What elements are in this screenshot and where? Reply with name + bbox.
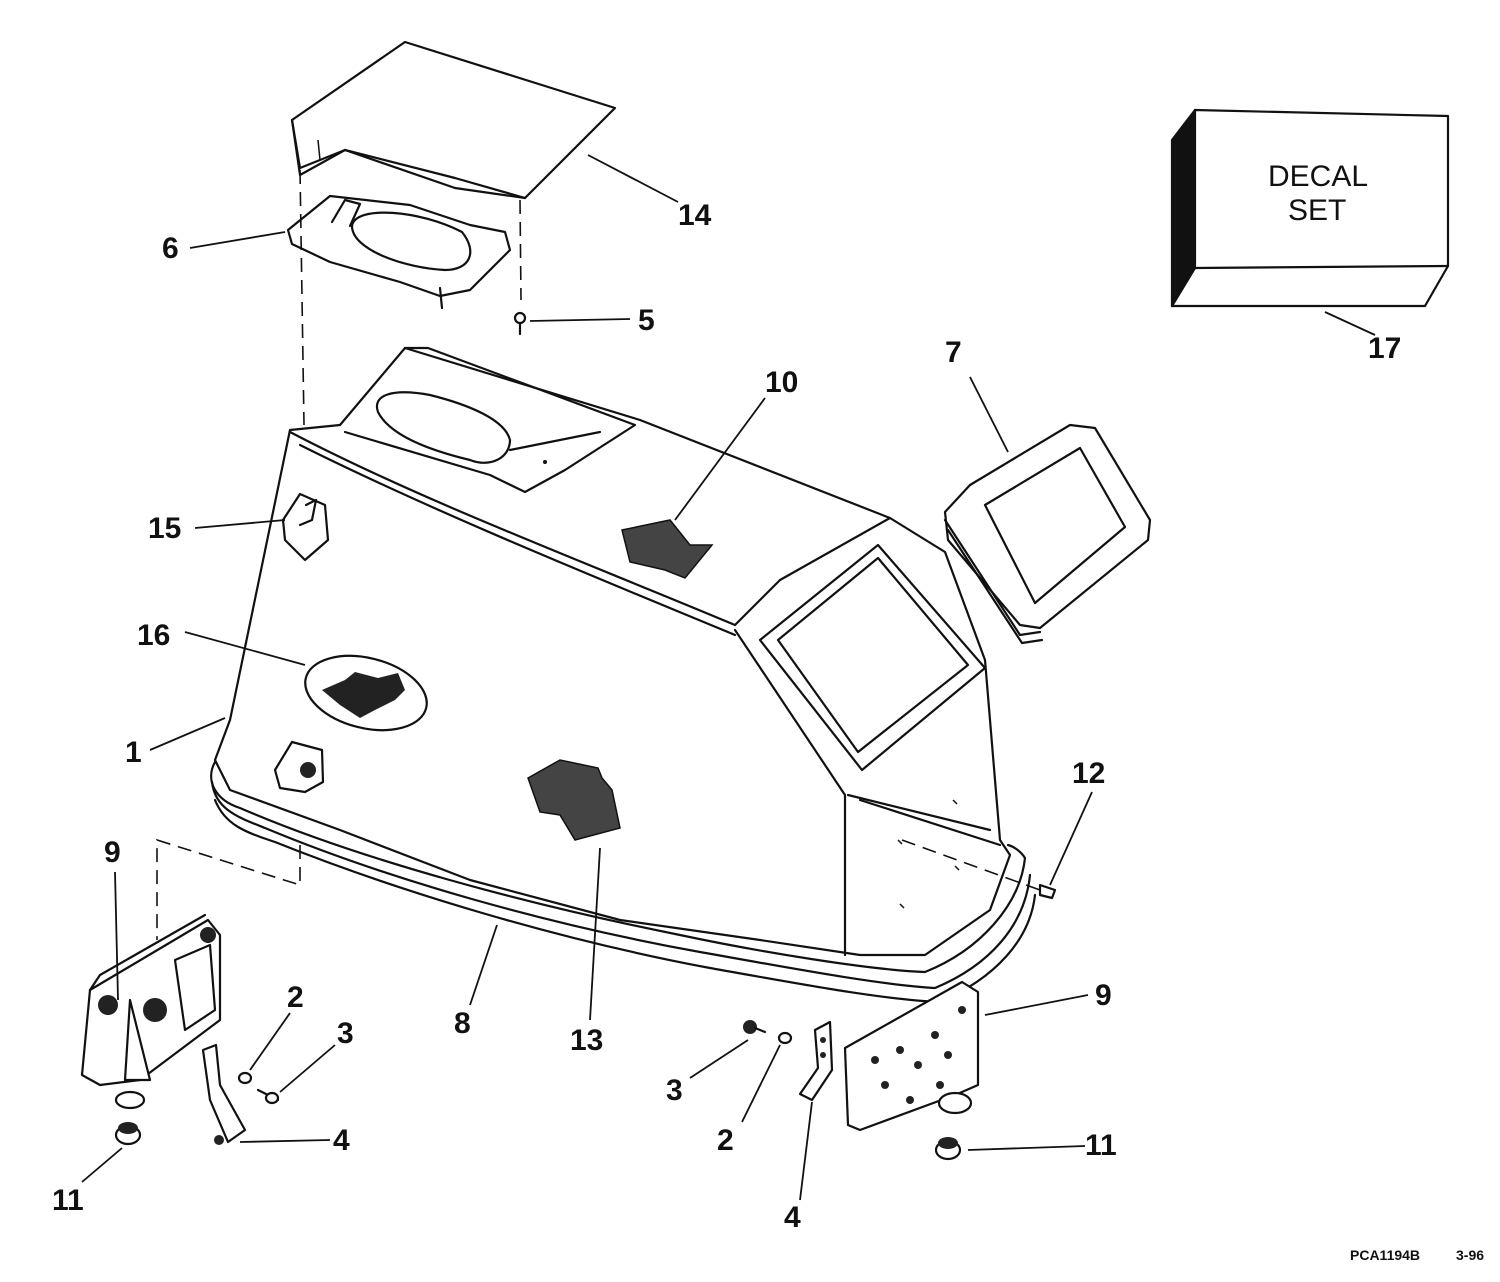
part-13-foam-pad (527, 759, 621, 841)
part-12-screw (901, 839, 1057, 900)
part-4-right-strap (798, 1020, 834, 1102)
part-11-left-grommet (114, 1122, 142, 1146)
date-code: 3-96 (1456, 1247, 1484, 1263)
part-6-intake-plate (286, 194, 512, 310)
leader-lines (81, 154, 1376, 1201)
part-5-screw (513, 311, 527, 336)
callout-14: 14 (678, 199, 712, 232)
part-3-left-screw (256, 1088, 280, 1105)
callout-11-left: 11 (52, 1184, 84, 1217)
decal-set-label-line1: DECAL (1268, 160, 1368, 193)
callout-12: 12 (1072, 757, 1105, 790)
callout-15: 15 (148, 512, 181, 545)
callout-9-left: 9 (104, 836, 121, 869)
callout-8: 8 (454, 1007, 471, 1040)
part-code: PCA1194B (1350, 1247, 1420, 1263)
callout-10: 10 (765, 366, 798, 399)
callout-3-right: 3 (666, 1074, 683, 1107)
part-4-left-strap (201, 1043, 247, 1145)
guide-line-bracket (156, 838, 301, 940)
part-9-right-bracket (843, 980, 980, 1132)
callout-9-right: 9 (1095, 979, 1112, 1012)
callout-16: 16 (137, 619, 170, 652)
callout-labels: 14 6 5 10 7 17 15 16 1 12 9 9 2 8 13 3 4… (52, 199, 1401, 1234)
part-2-left-washer (237, 1071, 253, 1085)
callout-4-left: 4 (333, 1124, 350, 1157)
guide-line-14-to-5 (519, 199, 522, 301)
callout-17: 17 (1368, 332, 1401, 365)
callout-3-left: 3 (337, 1017, 354, 1050)
callout-2-right: 2 (717, 1124, 734, 1157)
callout-7: 7 (945, 336, 962, 369)
callout-5: 5 (638, 304, 655, 337)
part-7-window-frame (943, 423, 1152, 645)
callout-4-right: 4 (784, 1201, 801, 1234)
part-8-seal (210, 760, 1037, 1004)
part-1-main-cover (213, 346, 1012, 957)
part-11-right-grommet (934, 1137, 962, 1161)
callout-13: 13 (570, 1024, 603, 1057)
decal-set-label-line2: SET (1288, 194, 1346, 227)
part-9-left-bracket (80, 913, 222, 1110)
callout-11-right: 11 (1085, 1129, 1117, 1162)
guide-line-6-to-1 (299, 169, 305, 426)
part-17-decal-set-box (1170, 108, 1450, 308)
part-2-right-washer (777, 1031, 793, 1045)
callout-2-left: 2 (287, 981, 304, 1014)
callout-1: 1 (125, 736, 142, 769)
part-10-foam-pad (621, 519, 714, 579)
part-14-cover-lid (290, 40, 617, 200)
callout-6: 6 (162, 232, 179, 265)
part-3-right-screw (743, 1020, 767, 1034)
